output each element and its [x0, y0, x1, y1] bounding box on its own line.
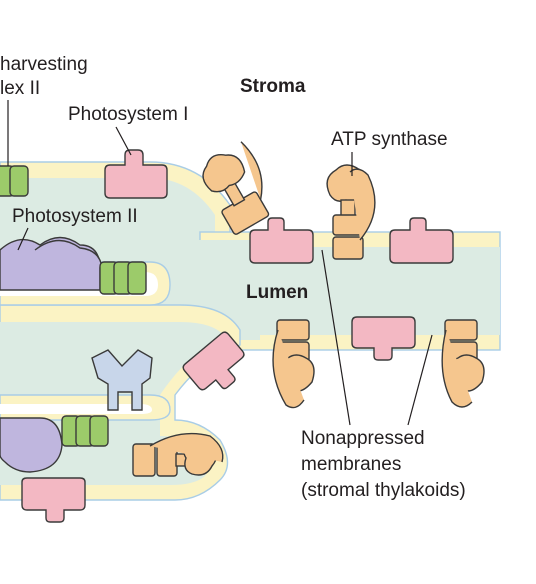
atp-synthase-top — [326, 164, 376, 260]
photosystem-i-stromal-right — [389, 217, 454, 264]
atp-synthase-bottom-left — [272, 319, 315, 409]
label-nonappressed-line3: (stromal thylakoids) — [301, 480, 466, 501]
label-atp-synthase: ATP synthase — [331, 129, 448, 150]
photosystem-ii — [0, 236, 103, 291]
atp-synthase-lower-disc — [132, 432, 224, 477]
leader-photosystem-ii — [17, 227, 29, 251]
leader-lines — [7, 100, 433, 426]
leader-nonappressed-upper — [321, 249, 351, 426]
label-photosystem-ii: Photosystem II — [12, 206, 138, 227]
label-nonappressed-line1: Nonappressed — [301, 428, 425, 449]
photosystem-i-tilted — [182, 331, 245, 391]
photosystem-i-bottom — [21, 477, 86, 523]
leader-nonappressed-lower — [407, 334, 433, 426]
atp-synthase-tilted — [202, 141, 270, 235]
label-lhc-line1: harvesting — [0, 54, 88, 75]
photosystem-i-stromal-bottom — [351, 316, 416, 361]
label-stroma: Stroma — [240, 76, 306, 97]
cytochrome-complex — [91, 349, 153, 411]
light-harvesting-complex-psii — [99, 261, 147, 295]
photosystem-i-stromal-left — [249, 217, 314, 264]
label-nonappressed-line2: membranes — [301, 454, 401, 475]
leader-photosystem-i — [115, 126, 132, 156]
label-lhc-line2: lex II — [0, 78, 40, 99]
photosystem-ii-lower — [0, 417, 63, 473]
light-harvesting-complex-lower — [61, 415, 109, 447]
label-lumen: Lumen — [246, 282, 308, 303]
photosystem-i-top — [104, 149, 168, 199]
light-harvesting-complex-top — [0, 165, 29, 197]
stroma-gap-lower-inner — [0, 404, 152, 414]
label-photosystem-i: Photosystem I — [68, 104, 188, 125]
atp-synthase-bottom-right — [441, 319, 485, 408]
